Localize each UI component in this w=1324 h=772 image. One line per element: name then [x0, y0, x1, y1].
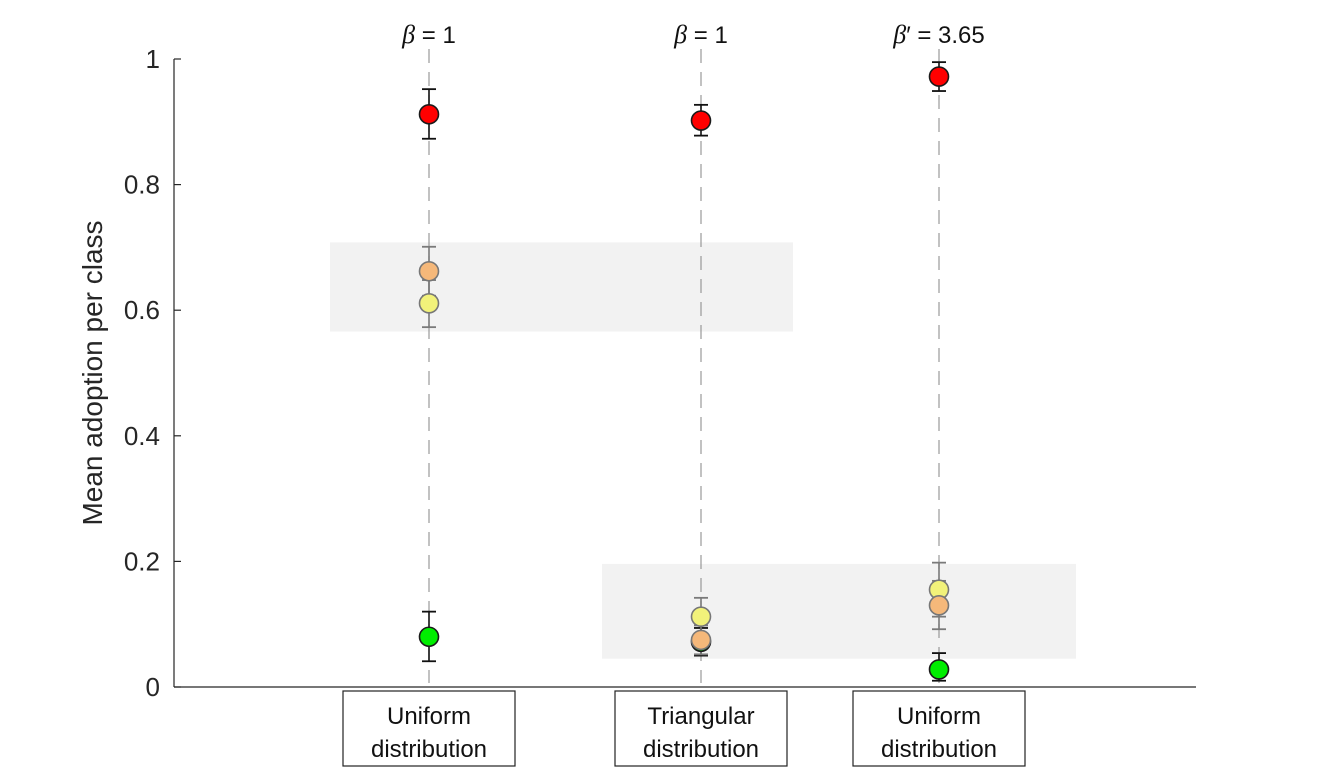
- guide-lines: [428, 49, 940, 683]
- column-title-1: β = 1: [673, 20, 728, 49]
- category-box-0: [342, 690, 516, 767]
- point-orange: [690, 629, 712, 651]
- category-labels: Uniform distribution Triangular distributio…: [342, 690, 1026, 767]
- point-yellow: [418, 292, 440, 314]
- point-green: [418, 626, 440, 648]
- point-yellow: [690, 606, 712, 627]
- column-title-2: β′ = 3.65: [892, 20, 985, 49]
- y-tick-label: 0.8: [124, 170, 160, 200]
- category-label-line2: distribution: [371, 736, 487, 763]
- y-ticks: 0 0.2 0.4 0.6 0.8 1: [124, 44, 181, 702]
- y-tick-label: 0.6: [124, 295, 160, 325]
- beta-symbol: β: [401, 20, 415, 49]
- y-axis-label: Mean adoption per class: [77, 220, 108, 525]
- point-red: [928, 66, 950, 87]
- y-tick-label: 0.4: [124, 421, 160, 451]
- axes: [173, 59, 1196, 688]
- band-1: [602, 563, 1076, 659]
- category-label-line2: distribution: [881, 736, 997, 763]
- column-title-0: β = 1: [401, 20, 456, 49]
- point-red: [418, 103, 440, 125]
- category-label-line1: Uniform: [897, 703, 981, 730]
- point-red: [690, 110, 712, 131]
- category-label-line1: Triangular: [647, 703, 754, 730]
- category-box-2: [852, 690, 1026, 767]
- point-orange: [418, 260, 440, 282]
- y-tick-label: 0.2: [124, 546, 160, 576]
- highlight-bands: [330, 242, 1076, 659]
- point-orange: [928, 595, 950, 616]
- category-label-line2: distribution: [643, 736, 759, 763]
- band-0: [330, 242, 793, 332]
- point-green: [928, 659, 950, 680]
- title-value: = 1: [415, 22, 456, 49]
- beta-symbol: β: [673, 20, 687, 49]
- y-tick-label: 0: [146, 672, 160, 702]
- y-tick-label: 1: [146, 44, 160, 74]
- title-value: ′ = 3.65: [906, 22, 985, 49]
- beta-symbol: β: [892, 20, 906, 49]
- category-label-line1: Uniform: [387, 703, 471, 730]
- title-value: = 1: [687, 22, 728, 49]
- data-points: [418, 66, 950, 680]
- category-box-1: [614, 690, 788, 767]
